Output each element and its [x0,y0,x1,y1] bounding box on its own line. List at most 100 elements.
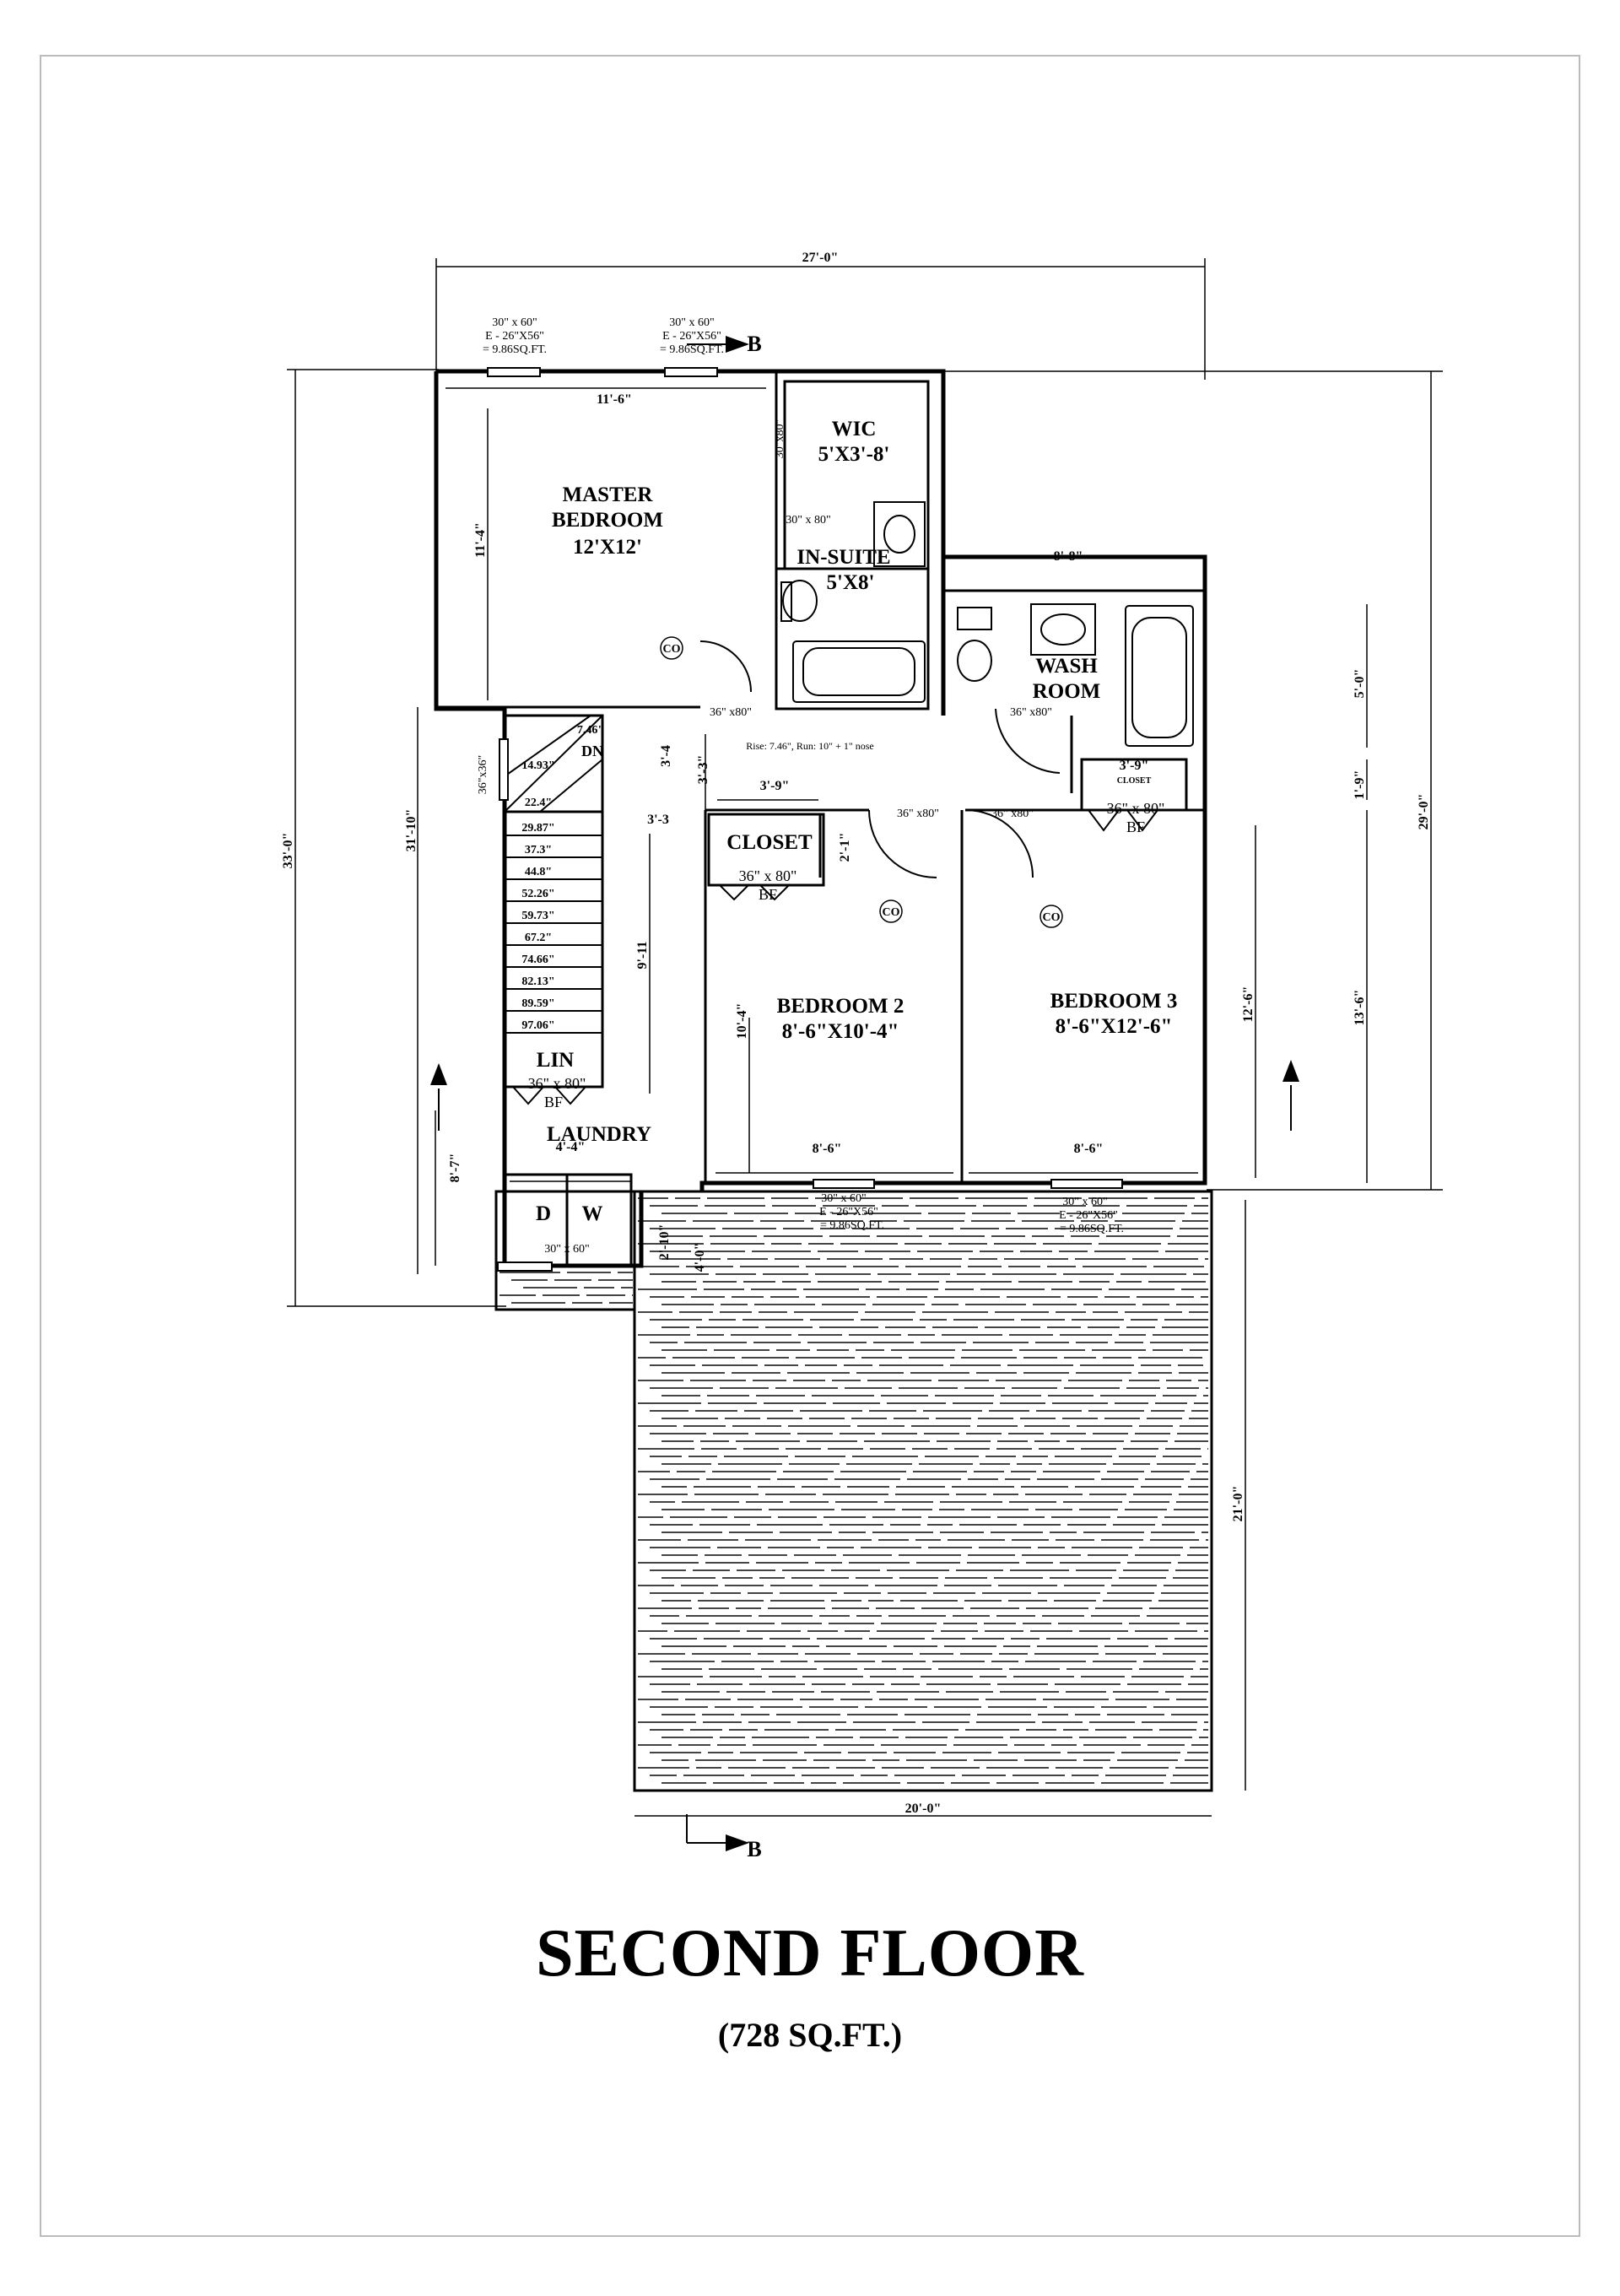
bedroom2-name: BEDROOM 2 [777,995,904,1018]
master-name-1: MASTER [563,484,654,506]
co-b3: CO [1043,911,1061,924]
dim-hall-33: 3'-3" [696,755,710,785]
dim-deck-height: 21'-0" [1231,1486,1245,1522]
dim-b3-width: 8'-6" [1074,1142,1104,1156]
dim-left-31: 31'-10" [404,809,418,852]
insuite-name: IN-SUITE [796,546,890,569]
win3-egress: E - 26"X56" [819,1206,878,1218]
bedroom3-size: 8'-6"X12'-6" [1056,1015,1173,1038]
dim-laundry-210: 2'-10" [657,1224,672,1261]
bf-b3: BF [1126,818,1145,835]
bf-closet: BF [759,886,777,903]
laundry-name: LAUNDRY [547,1123,651,1146]
door-labels: 30"x80" 30" x 80" 36" x80" 36" x80" 36" … [477,419,1164,1110]
dim-wash-5: 5'-0" [1353,669,1367,699]
bf-lin: BF [544,1094,563,1110]
dim-b2-width: 8'-6" [813,1142,842,1156]
wash-door-label: 36" x80" [1010,706,1052,719]
stair-winder [504,715,591,777]
insuite-size: 5'X8' [827,571,875,594]
stair-rise-label: 67.2" [525,932,552,944]
section-lines [438,343,1292,1844]
washer-label: W [582,1202,603,1225]
fixtures [780,501,1194,747]
win4-area: = 9.86SQ.FT. [1060,1223,1124,1235]
dim-closet-width: 3'-9" [1120,759,1149,773]
win1-size: 30" x 60" [492,316,537,329]
co-master: CO [663,643,681,656]
stair-winder [539,759,603,813]
dim-laundry-width: 4'-4" [556,1140,586,1154]
bifold-b3: 36" x 80" [1107,800,1165,817]
dim-left-87: 8'-7" [448,1153,462,1183]
stair-labels: DN Rise: 7.46", Run: 10" + 1" nose 7.46"… [521,724,873,1032]
win3-size: 30" x 60" [821,1192,866,1205]
stair-rise-label: 7.46" [577,724,604,737]
dim-stair-33: 3'-3 [647,813,669,827]
stair-rise-label: 52.26" [521,888,554,900]
stair-rise-label: 22.4" [525,797,552,809]
dim-r-1-9: 1'-9" [1353,770,1367,800]
room-labels: MASTER BEDROOM 12'X12' WIC 5'X3'-8' IN-S… [536,418,1177,1225]
washroom-name-2: ROOM [1033,680,1101,703]
section-a-left: A [431,1066,447,1090]
deck-area [494,1190,1213,1792]
section-b-bottom: B [747,1837,761,1861]
win4-egress: E - 26"X56" [1059,1209,1118,1222]
win4-size: 30" x 60" [1062,1196,1107,1208]
dim-overall-right: 29'-0" [1417,794,1431,830]
win1-area: = 9.86SQ.FT. [483,343,547,356]
stair-rise-label: 37.3" [525,844,552,856]
win2-egress: E - 26"X56" [662,330,721,343]
win3-area: = 9.86SQ.FT. [820,1219,884,1232]
dim-hall-width: 3'-9" [760,779,790,793]
windows [487,367,1123,1272]
laundry-window: 30" x 60" [544,1243,589,1256]
wic-door-label: 30"x80" [774,419,786,458]
stair-note: Rise: 7.46", Run: 10" + 1" nose [746,740,873,752]
bedroom2-size: 8'-6"X10'-4" [782,1020,899,1043]
washroom-name-1: WASH [1035,655,1098,678]
dim-r-13-6: 13'-6" [1353,990,1367,1026]
dimension-labels: 27'-0" 11'-6" 8'-8" 3'-9" CLOSET 3'-9" 3… [281,251,1431,1816]
section-a-right: A [1283,1062,1299,1087]
insuite-door-label: 30" x 80" [786,514,830,527]
master-size: 12'X12' [573,536,642,559]
wic-name: WIC [832,418,877,440]
closet-name: CLOSET [726,831,813,854]
stair-rise-label: 97.06" [521,1019,554,1032]
dim-master-width: 11'-6" [597,392,632,407]
stair-rise-label: 44.8" [525,866,552,878]
section-b-top: B [747,332,761,356]
stair-rise-label: 89.59" [521,997,554,1010]
stair-rise-label: 74.66" [521,954,554,966]
dim-r-12-6: 12'-6" [1241,986,1256,1023]
wic-size: 5'X3'-8' [818,443,890,466]
win2-size: 30" x 60" [669,316,714,329]
dim-deck-width: 20'-0" [905,1802,942,1816]
section-labels: B B A A [431,332,1299,1861]
stair-winder [504,715,603,813]
cleanout-labels: CO CO CO [660,636,1063,928]
co-b2: CO [883,906,900,919]
page-title: SECOND FLOOR [536,1916,1084,1991]
dryer-label: D [536,1202,551,1225]
lin-name: LIN [537,1049,574,1072]
dim-overall-left: 33'-0" [281,833,295,869]
interior-walls [436,371,1205,1267]
win1-egress: E - 26"X56" [485,330,544,343]
bifold-lin: 36" x 80" [528,1075,586,1092]
hall-door-label: 36" x80" [710,706,752,719]
door-swings [512,640,1158,1105]
bifold-closet: 36" x 80" [739,867,797,884]
b2-door-label: 36" x80" [897,808,939,820]
dim-stair-34: 3'-4 [659,745,673,767]
stair-dn: DN [581,743,603,759]
stair-window-label: 36"x36" [477,755,489,794]
win2-area: = 9.86SQ.FT. [660,343,724,356]
stair-treads [504,715,603,1034]
sheet-border [40,55,1580,2237]
dim-stair-911: 9'-11 [635,942,650,970]
